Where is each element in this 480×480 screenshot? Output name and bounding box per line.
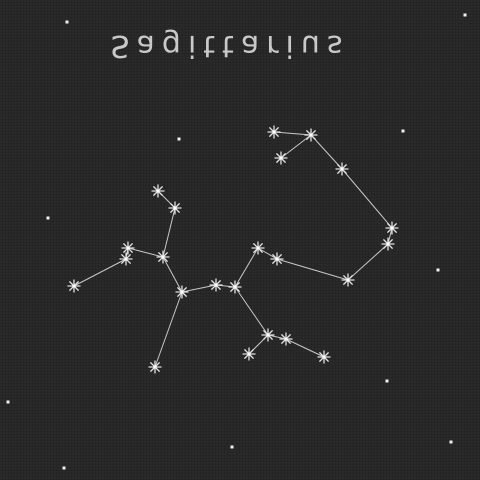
constellation-line-18 — [154, 291, 183, 368]
background-star-7 — [6, 400, 10, 404]
background-star-3 — [177, 137, 181, 141]
background-star-10 — [230, 445, 234, 449]
background-stars — [6, 13, 467, 470]
star-2 — [304, 128, 318, 142]
constellation-line-16 — [162, 207, 176, 258]
background-star-9 — [449, 440, 453, 444]
star-7 — [341, 273, 355, 287]
star-4 — [335, 162, 349, 176]
star-12 — [175, 285, 189, 299]
star-22 — [242, 347, 256, 361]
background-star-1 — [65, 20, 69, 24]
star-23 — [317, 350, 331, 364]
star-11 — [209, 278, 223, 292]
star-20 — [261, 328, 275, 342]
star-14 — [121, 241, 135, 255]
background-star-6 — [436, 268, 440, 272]
star-6 — [381, 237, 395, 251]
star-15 — [119, 252, 133, 266]
constellation-line-4 — [341, 168, 393, 229]
star-17 — [168, 201, 182, 215]
constellation-line-7 — [276, 258, 349, 281]
star-13 — [156, 250, 170, 264]
star-3 — [274, 151, 288, 165]
star-8 — [270, 252, 284, 266]
background-star-5 — [46, 216, 50, 220]
constellation-title: Sagittarius — [110, 28, 350, 63]
star-9 — [251, 241, 265, 255]
star-10 — [228, 280, 242, 294]
constellation-line-12 — [162, 256, 183, 293]
constellation-line-2 — [280, 134, 312, 159]
star-16 — [67, 279, 81, 293]
constellation-line-5 — [387, 227, 393, 245]
constellation-line-9 — [234, 247, 259, 288]
star-18 — [151, 184, 165, 198]
star-5 — [385, 221, 399, 235]
constellation-line-15 — [73, 258, 127, 287]
star-19 — [148, 360, 162, 374]
background-star-8 — [385, 379, 389, 383]
constellation-line-20 — [267, 334, 287, 340]
star-21 — [279, 332, 293, 346]
constellation-line-19 — [234, 286, 269, 336]
constellation-line-11 — [181, 284, 217, 293]
constellation-line-6 — [347, 243, 389, 281]
background-star-4 — [401, 129, 405, 133]
constellation-line-8 — [257, 247, 278, 260]
constellation-line-3 — [310, 134, 343, 170]
background-star-11 — [62, 466, 66, 470]
constellation-line-21 — [285, 338, 325, 358]
constellation-stars — [67, 125, 399, 374]
background-star-2 — [463, 13, 467, 17]
constellation-line-13 — [127, 247, 164, 258]
star-1 — [267, 125, 281, 139]
